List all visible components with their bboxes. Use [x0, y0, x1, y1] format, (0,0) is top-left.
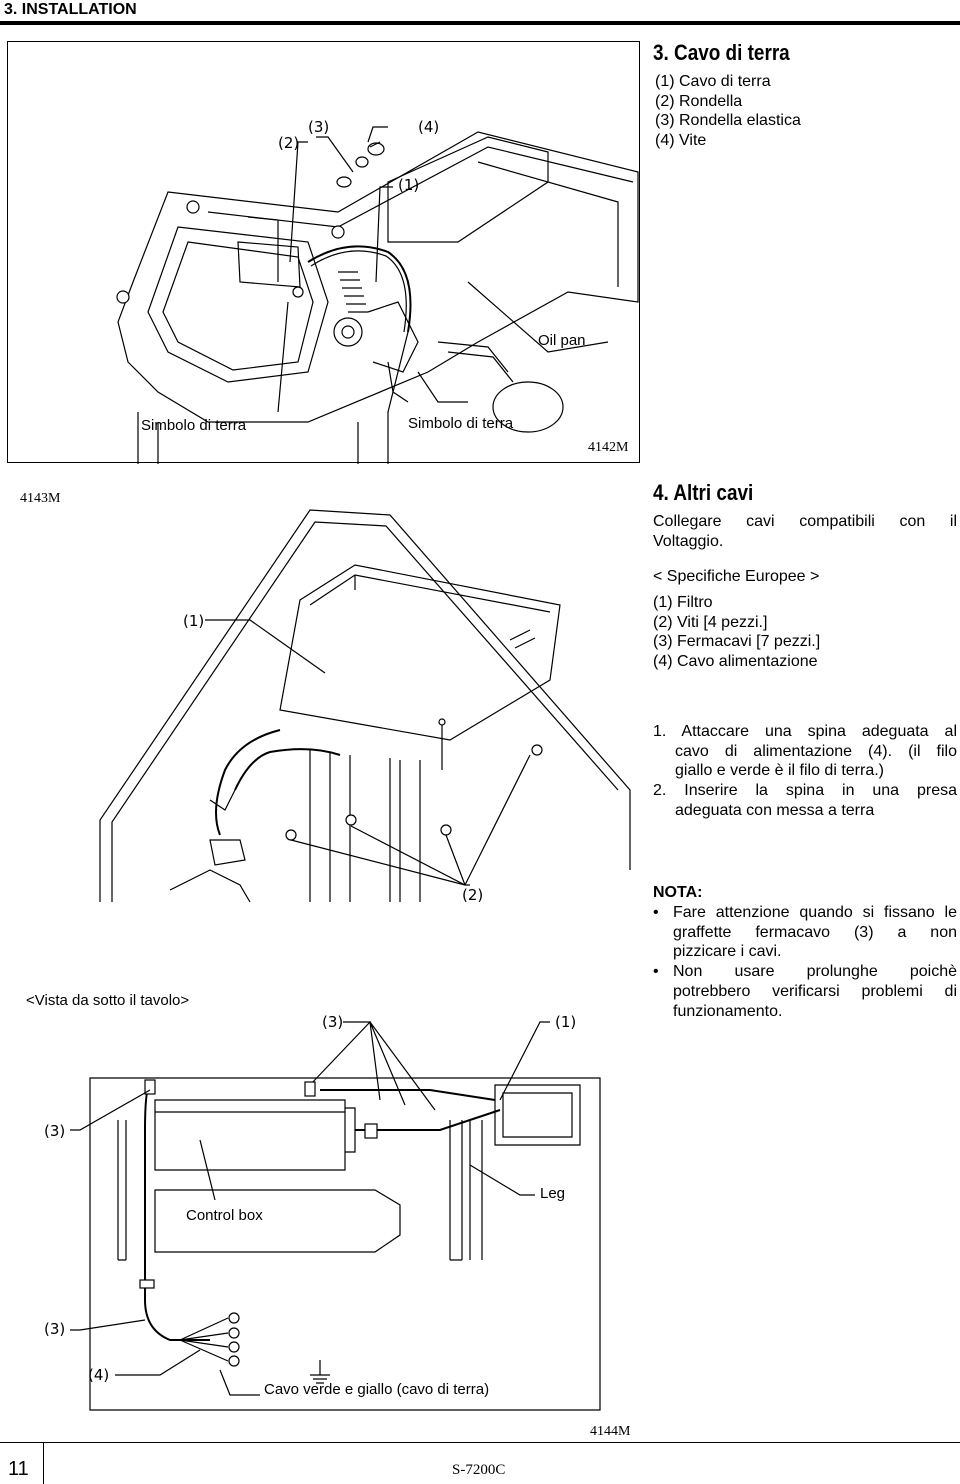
ground-cable-drawing — [116, 126, 639, 464]
step1-line1: 1. Attaccare una spina adeguata al — [653, 723, 957, 740]
section4-item: (4) Cavo alimentazione — [653, 653, 818, 671]
figure1-ref1: (1) — [398, 176, 420, 194]
section4-item: (1) Filtro — [653, 594, 713, 611]
section4-item: (2) Viti [4 pezzi.] — [653, 613, 768, 631]
figure3-ref4: (4) — [88, 1366, 110, 1384]
model-code: S-7200C — [452, 1462, 506, 1478]
note2-line3: funzionamento. — [673, 1002, 783, 1020]
step2-line2: adeguata con messa a terra — [675, 801, 875, 819]
section4-title: 4. Altri cavi — [653, 480, 754, 505]
bullet-icon: • — [653, 963, 659, 981]
section4-intro-line2: Voltaggio. — [653, 532, 724, 550]
view-label: <Vista da sotto il tavolo> — [26, 992, 190, 1009]
note-item: • Fare attenzione quando si fissano le g… — [653, 903, 957, 962]
footer-rule — [0, 1442, 960, 1443]
figure1-ref4: (4) — [418, 118, 440, 136]
figure1-code: 4142M — [588, 440, 629, 455]
figure1-ref3: (3) — [308, 118, 330, 136]
figure2-ref1-top: (1) — [183, 612, 205, 630]
note-list: • Fare attenzione quando si fissano le g… — [653, 903, 957, 1021]
ground-symbol-left-label: Simbolo di terra — [141, 417, 247, 434]
under-table-drawing — [99, 509, 631, 903]
section4-item: (3) Fermacavi [7 pezzi.] — [653, 633, 821, 651]
note1-line1: Fare attenzione quando si fissano le — [673, 904, 957, 921]
note2-line1: Non usare prolunghe poichè — [673, 963, 957, 981]
figure3-code: 4144M — [590, 1424, 631, 1439]
figure2-ref2: (2) — [462, 886, 484, 904]
note1-line3: pizzicare i cavi. — [673, 943, 782, 961]
figure3-ref3-bottom: (3) — [44, 1320, 66, 1338]
section3-item: (2) Rondella — [655, 92, 743, 110]
step1-line2: cavo di alimentazione (4). (il filo — [675, 742, 957, 760]
note-item: • Non usare prolunghe poichè potrebbero … — [653, 962, 957, 1021]
figure1-ref2: (2) — [278, 134, 300, 152]
note1-line2: graffette fermacavo (3) a non — [673, 923, 957, 941]
note-heading: NOTA: — [653, 884, 703, 901]
header-title: 3. INSTALLATION — [4, 1, 137, 18]
figure-ground-cable: (2) (3) (4) (1) Oil pan Simbolo di terra… — [7, 41, 640, 464]
section3-item: (3) Rondella elastica — [655, 112, 801, 130]
ground-symbol-right-label: Simbolo di terra — [408, 415, 514, 432]
ground-cable-label: Cavo verde e giallo (cavo di terra) — [264, 1381, 490, 1398]
note2-line2: potrebbero verificarsi problemi di — [673, 982, 957, 1000]
figure2-ref1-mid: (1) — [555, 1013, 577, 1031]
figure3-ref3-top: (3) — [44, 1122, 66, 1140]
header-rule — [0, 21, 960, 25]
figure2-code: 4143M — [20, 491, 61, 506]
page-number-box — [0, 1442, 44, 1484]
section3-item-list: (1) Cavo di terra (2) Rondella (3) Ronde… — [655, 72, 801, 151]
section3-item: (1) Cavo di terra — [655, 73, 771, 90]
section3-item: (4) Vite — [655, 132, 707, 150]
step1-line3: giallo e verde è il filo di terra.) — [675, 762, 884, 780]
leg-label: Leg — [540, 1185, 566, 1202]
section4-item-list: (1) Filtro (2) Viti [4 pezzi.] (3) Ferma… — [653, 593, 820, 672]
section3-title: 3. Cavo di terra — [653, 40, 790, 65]
section4-intro-line1: Collegare cavi compatibili con il — [653, 513, 957, 530]
spec-heading: < Specifiche Europee > — [653, 568, 820, 585]
bullet-icon: • — [653, 904, 659, 921]
oil-pan-label: Oil pan — [538, 332, 586, 349]
step2-line1: 2. Inserire la spina in una presa — [653, 782, 957, 800]
section4-intro: Collegare cavi compatibili con il Voltag… — [653, 512, 957, 551]
control-box-label: Control box — [186, 1207, 263, 1224]
page-number: 11 — [8, 1458, 29, 1480]
control-box-drawing — [70, 1021, 601, 1411]
figure2-ref3-mid: (3) — [322, 1013, 344, 1031]
section4-steps: 1. Attaccare una spina adeguata al cavo … — [653, 722, 957, 821]
